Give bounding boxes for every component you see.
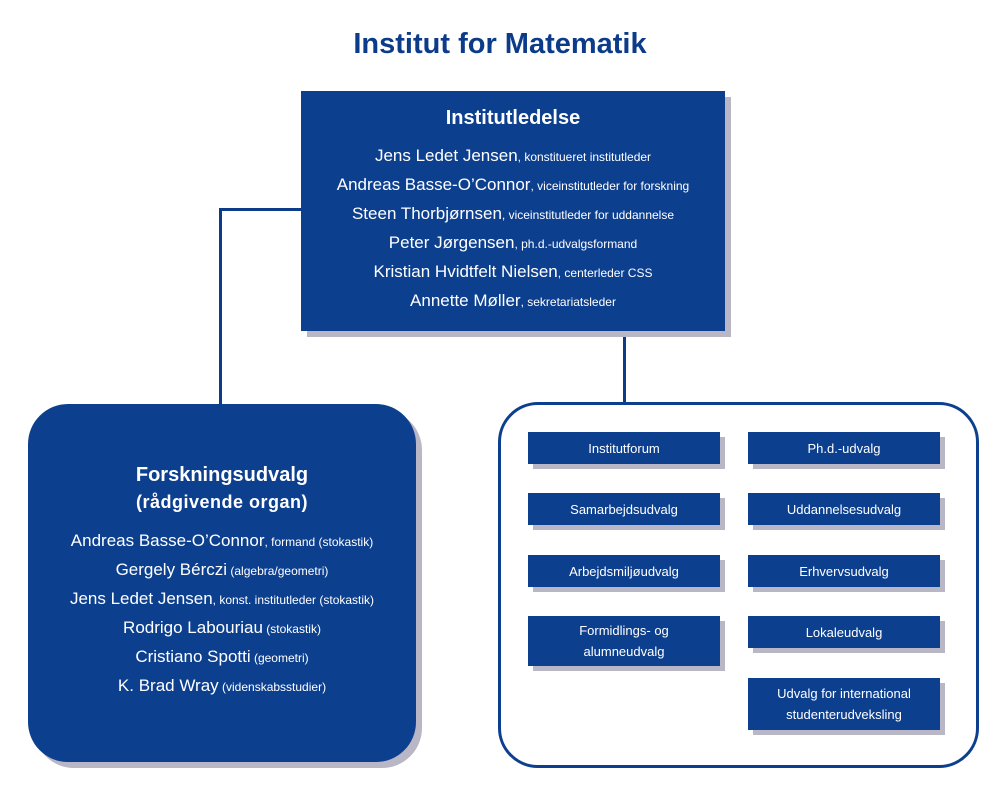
committee-label: Institutforum	[588, 440, 660, 456]
research-member: K. Brad Wray (videnskabsstudier)	[28, 672, 416, 701]
member-role: , viceinstitutleder for uddannelse	[501, 208, 675, 222]
committee-label: Formidlings- og	[579, 623, 669, 638]
committee-phd[interactable]: Ph.d.-udvalg	[748, 432, 940, 464]
member-role: , viceinstitutleder for forskning	[530, 179, 690, 193]
member-name: K. Brad Wray	[117, 676, 219, 695]
member-role: , centerleder CSS	[557, 266, 653, 280]
member-role: (videnskabsstudier)	[218, 680, 327, 694]
committees-container: Institutforum Ph.d.-udvalg Samarbejdsudv…	[498, 402, 979, 768]
committee-institutforum[interactable]: Institutforum	[528, 432, 720, 464]
member-role: , formand (stokastik)	[264, 535, 374, 549]
research-member: Jens Ledet Jensen, konst. institutleder …	[28, 585, 416, 614]
member-name: Andreas Basse-O’Connor	[336, 175, 531, 194]
member-role: (algebra/geometri)	[227, 564, 329, 578]
committee-formidlings-alumneudvalg[interactable]: Formidlings- og alumneudvalg	[528, 616, 720, 666]
leadership-member: Peter Jørgensen, ph.d.-udvalgsformand	[301, 229, 725, 258]
leadership-member: Annette Møller, sekretariatsleder	[301, 287, 725, 316]
research-committee-heading: Forskningsudvalg	[135, 464, 309, 486]
research-member: Cristiano Spotti (geometri)	[28, 643, 416, 672]
member-name: Jens Ledet Jensen	[374, 146, 518, 165]
member-name: Peter Jørgensen	[388, 233, 515, 252]
member-name: Annette Møller	[410, 291, 521, 310]
leadership-member: Kristian Hvidtfelt Nielsen, centerleder …	[301, 258, 725, 287]
research-member: Rodrigo Labouriau (stokastik)	[28, 614, 416, 643]
member-name: Rodrigo Labouriau	[123, 618, 263, 637]
research-member: Gergely Bérczi (algebra/geometri)	[28, 556, 416, 585]
committee-erhvervsudvalg[interactable]: Erhvervsudvalg	[748, 555, 940, 587]
member-role: , konstitueret institutleder	[517, 150, 652, 164]
member-name: Cristiano Spotti	[135, 647, 251, 666]
committee-samarbejdsudvalg[interactable]: Samarbejdsudvalg	[528, 493, 720, 525]
connector-left-vertical	[219, 208, 222, 404]
connector-right-vertical	[623, 331, 626, 402]
member-role: (stokastik)	[262, 622, 321, 636]
member-name: Jens Ledet Jensen	[69, 589, 213, 608]
committee-label-line2: alumneudvalg	[583, 644, 665, 659]
member-name: Gergely Bérczi	[115, 560, 228, 579]
leadership-heading: Institutledelse	[445, 107, 581, 129]
committee-label: Uddannelsesudvalg	[786, 501, 902, 517]
member-role: , konst. institutleder (stokastik)	[212, 593, 375, 607]
committee-lokaleudvalg[interactable]: Lokaleudvalg	[748, 616, 940, 648]
leadership-member: Jens Ledet Jensen, konstitueret institut…	[301, 142, 725, 171]
committee-label-line2: studenterudveksling	[786, 707, 902, 722]
committee-arbejdsmiljoeudvalg[interactable]: Arbejdsmiljøudvalg	[528, 555, 720, 587]
committee-label: Erhvervsudvalg	[799, 563, 889, 579]
leadership-member: Steen Thorbjørnsen, viceinstitutleder fo…	[301, 200, 725, 229]
committee-label: Lokaleudvalg	[805, 624, 883, 640]
committee-international-exchange[interactable]: Udvalg for international studenterudveks…	[748, 678, 940, 730]
member-role: , ph.d.-udvalgsformand	[514, 237, 638, 251]
member-name: Steen Thorbjørnsen	[351, 204, 502, 223]
connector-left-horizontal	[220, 208, 301, 211]
member-role: , sekretariatsleder	[520, 295, 616, 309]
committee-label: Arbejdsmiljøudvalg	[569, 563, 679, 579]
research-committee-subheading: (rådgivende organ)	[135, 492, 309, 512]
page-title: Institut for Matematik	[353, 28, 647, 60]
committee-label: Udvalg for international	[777, 686, 911, 701]
committee-label: Ph.d.-udvalg	[807, 440, 881, 456]
member-role: (geometri)	[250, 651, 309, 665]
research-member: Andreas Basse-O’Connor, formand (stokast…	[28, 527, 416, 556]
member-name: Kristian Hvidtfelt Nielsen	[373, 262, 558, 281]
leadership-box: Institutledelse Jens Ledet Jensen, konst…	[301, 91, 725, 331]
member-name: Andreas Basse-O’Connor	[70, 531, 265, 550]
research-committee-box: Forskningsudvalg (rådgivende organ) Andr…	[28, 404, 416, 762]
committee-uddannelsesudvalg[interactable]: Uddannelsesudvalg	[748, 493, 940, 525]
leadership-member: Andreas Basse-O’Connor, viceinstitutlede…	[301, 171, 725, 200]
committee-label: Samarbejdsudvalg	[570, 501, 678, 517]
